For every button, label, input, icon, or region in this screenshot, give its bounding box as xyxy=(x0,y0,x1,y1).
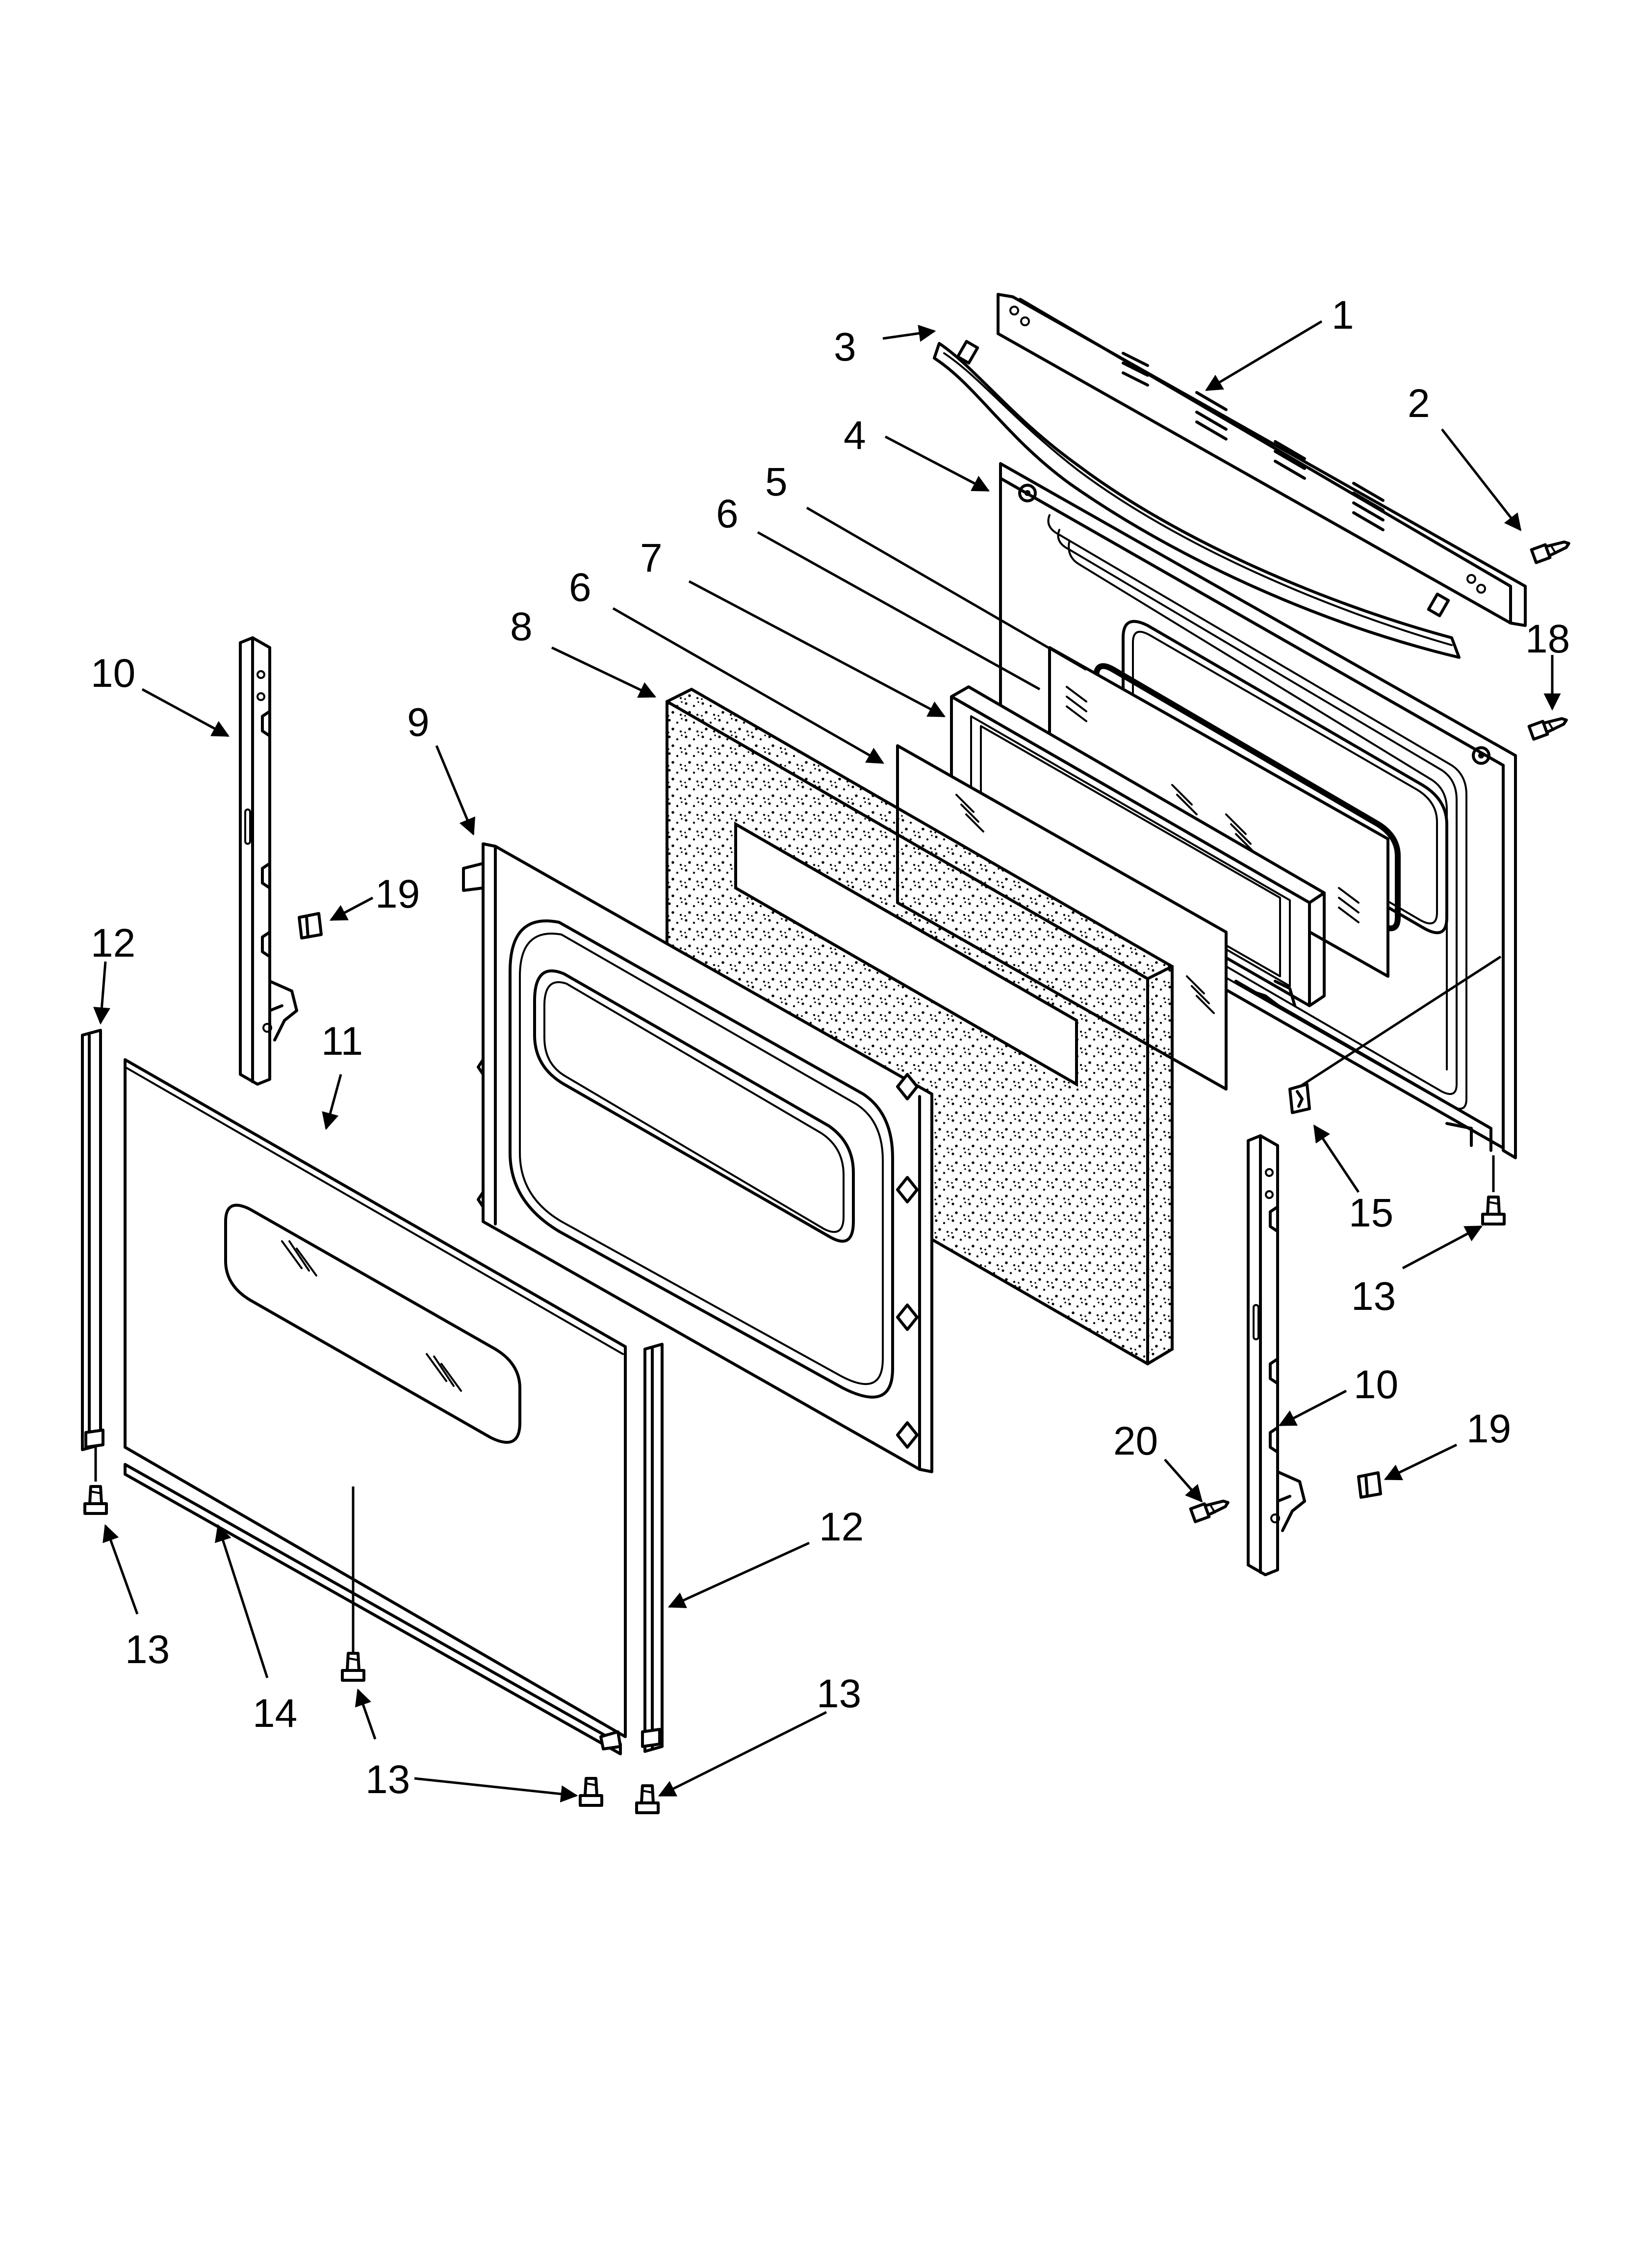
inner-door-liner-part xyxy=(462,842,933,1473)
callout-18: 18 xyxy=(1525,617,1570,661)
outer-glass-door-part xyxy=(124,1058,627,1738)
callout-13-left: 13 xyxy=(125,1627,170,1672)
callout-1: 1 xyxy=(1332,293,1354,338)
bracket-part xyxy=(1288,1083,1311,1114)
callout-10-right: 10 xyxy=(1354,1362,1398,1407)
leader-lines xyxy=(93,320,1561,1803)
right-hinge-part xyxy=(1247,1134,1306,1576)
callout-5: 5 xyxy=(765,460,788,504)
hinge-clip-right-part xyxy=(1357,1471,1382,1499)
hinge-clip-left-part xyxy=(298,912,323,939)
bottom-trim-part xyxy=(124,1463,622,1755)
callout-13-right: 13 xyxy=(1351,1274,1396,1319)
screw-part-13-middle xyxy=(341,1652,365,1682)
screw-part-2 xyxy=(1530,540,1570,564)
callout-10-left: 10 xyxy=(91,651,135,696)
screw-part-20 xyxy=(1189,1499,1230,1523)
vent-trim-part xyxy=(997,293,1527,627)
right-side-trim-part xyxy=(641,1343,664,1753)
callout-6-rear: 6 xyxy=(716,492,739,536)
screw-part-13-bottom xyxy=(579,1777,603,1807)
callout-14: 14 xyxy=(253,1691,297,1736)
screw-part-13-right xyxy=(1481,1196,1506,1225)
callout-20: 20 xyxy=(1113,1419,1158,1463)
screw-part-13-left xyxy=(83,1485,108,1515)
left-hinge-part xyxy=(239,636,298,1086)
callout-7: 7 xyxy=(640,536,663,580)
callout-15: 15 xyxy=(1349,1191,1393,1235)
callout-8: 8 xyxy=(510,604,533,649)
callout-13-center: 13 xyxy=(817,1671,861,1716)
callout-13-bottom: 13 xyxy=(365,1757,410,1802)
callout-19-left: 19 xyxy=(375,872,420,916)
screw-part-13-bottom-right xyxy=(635,1784,660,1814)
callout-4: 4 xyxy=(844,413,866,458)
callout-2: 2 xyxy=(1408,381,1430,426)
left-side-trim-part xyxy=(81,1029,104,1451)
callout-12-right: 12 xyxy=(819,1505,864,1549)
insulation-part xyxy=(666,687,1174,1366)
screw-part-18 xyxy=(1527,717,1568,741)
door-handle-part xyxy=(933,339,1461,659)
callout-19-right: 19 xyxy=(1466,1407,1511,1451)
callout-11: 11 xyxy=(321,1019,363,1064)
callout-9: 9 xyxy=(407,700,430,745)
callout-6-front: 6 xyxy=(569,565,591,610)
callout-12-left: 12 xyxy=(91,921,135,965)
callout-labels: 1 2 3 4 5 6 7 6 8 9 10 19 12 11 18 15 13… xyxy=(91,293,1570,1802)
callout-3: 3 xyxy=(834,325,856,369)
